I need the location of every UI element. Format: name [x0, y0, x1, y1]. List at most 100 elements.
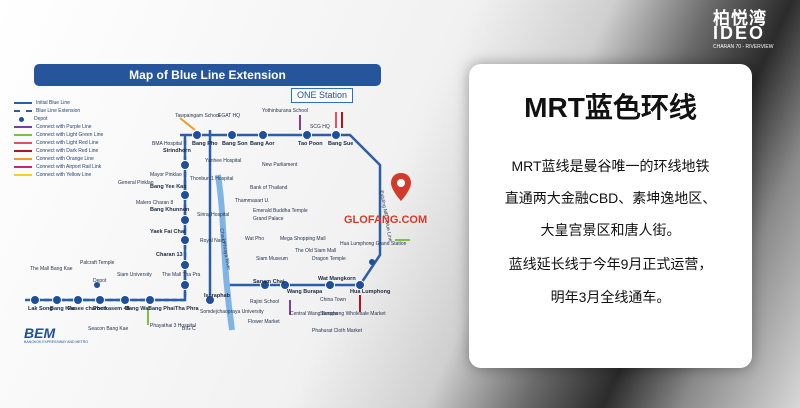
place-label: SCG HQ	[310, 124, 330, 130]
watermark: GLOFANG.COM	[344, 214, 428, 226]
station-marker	[192, 130, 202, 140]
station-marker	[227, 130, 237, 140]
station-marker	[180, 235, 190, 245]
place-label: Emerald Buddha Temple	[253, 208, 308, 214]
place-label: Thonburi 1 Hospital	[190, 176, 234, 182]
station-marker	[325, 280, 335, 290]
place-label: EGAT HQ	[218, 113, 241, 119]
place-label: Tawpaingam School	[175, 113, 220, 119]
station-label: Wang Burapa	[287, 289, 323, 295]
light-red-arrow-icon	[14, 142, 32, 144]
place-label: Rajini School	[250, 299, 280, 305]
place-label: The Old Siam Mall	[295, 248, 337, 254]
station-marker	[73, 295, 83, 305]
station-label: Bang Phai	[148, 306, 175, 312]
place-label: Seacon Bang Kae	[88, 326, 129, 332]
brand-chinese-name: 柏悦湾	[713, 9, 767, 28]
legend-blue-line-extension: Blue Line Extension	[14, 107, 103, 115]
legend-depot: Depot	[14, 115, 103, 123]
info-panel: MRT蓝色环线 MRT蓝线是曼谷唯一的环线地铁 直通两大金融CBD、素坤逸地区、…	[469, 64, 752, 368]
orange-arrow-icon	[14, 158, 32, 160]
station-marker	[280, 280, 290, 290]
place-label: Yanhee Hospital	[205, 158, 242, 164]
location-pin-icon	[391, 173, 411, 201]
station-marker	[180, 160, 190, 170]
brand-subtitle: CHARAN 70 - RIVERVIEW	[713, 44, 774, 50]
station-label: Sanam Chai	[253, 279, 285, 285]
panel-text-line: 直通两大金融CBD、素坤逸地区、	[504, 190, 717, 206]
station-label: Bang Khunnon	[150, 207, 190, 213]
panel-title: MRT蓝色环线	[524, 92, 697, 123]
place-label: Malero Charan 8	[136, 200, 174, 206]
legend-light-green: Connect with Light Green Line	[14, 131, 103, 139]
place-label: Siam Museum	[256, 256, 288, 262]
place-label: Thammasart U.	[235, 198, 270, 204]
panel-text-line: 蓝线延长线于今年9月正式运营，	[508, 256, 713, 272]
bem-logo-subtitle: BANGKOK EXPRESSWAY AND METRO	[24, 340, 89, 344]
place-label: Hua Lumphong Grand Station	[340, 241, 407, 247]
place-label: BMA Hospital	[152, 141, 183, 147]
place-label: New Parliament	[262, 162, 298, 168]
place-label: Phahurat Cloth Market	[312, 328, 363, 334]
station-marker	[260, 280, 270, 290]
panel-text-line: 明年3月全线通车。	[550, 289, 671, 305]
place-label: Dragon Temple	[312, 256, 346, 262]
place-label: The Mall Bang Kae	[30, 266, 73, 272]
station-marker	[355, 280, 365, 290]
place-label: Yothinburana School	[262, 108, 308, 114]
chao-phraya-river	[215, 174, 235, 331]
blue-line-map	[25, 112, 410, 331]
yellow-arrow-icon	[14, 174, 32, 176]
place-label: China Town	[320, 297, 347, 303]
legend-yellow: Connect with Yellow Line	[14, 171, 103, 179]
depot-dot-icon	[94, 282, 100, 288]
station-label: Bang Yee Kan	[150, 184, 187, 190]
station-label: Wat Mangkorn	[318, 276, 356, 282]
station-label: Bang Sue	[328, 141, 354, 147]
place-label: Central Wang Burapa	[290, 311, 338, 317]
place-label: Mayor Pinklao	[150, 172, 182, 178]
station-label: Pasee charoen	[68, 306, 107, 312]
station-marker	[180, 215, 190, 225]
place-label: Mega Shopping Mall	[280, 236, 326, 242]
station-label: Bang Wai	[125, 306, 150, 312]
station-label: Tao Poon	[298, 141, 323, 147]
legend-airport: Connect with Airport Rail Link	[14, 163, 103, 171]
station-label: Lak Song	[28, 306, 53, 312]
station-label: Bang Kae	[50, 306, 76, 312]
station-marker	[52, 295, 62, 305]
green-arrow-icon	[14, 134, 32, 136]
station-marker	[302, 130, 312, 140]
blue-line-extension-dashed	[30, 140, 187, 302]
depot-dot-icon	[19, 116, 24, 122]
place-label: Siam University	[117, 272, 152, 278]
station-marker	[30, 295, 40, 305]
station-marker	[120, 295, 130, 305]
station-marker	[95, 295, 105, 305]
legend-initial-blue-line: Initial Blue Line	[14, 99, 103, 107]
legend-orange: Connect with Orange Line	[14, 155, 103, 163]
place-label: General Pinklao	[118, 180, 154, 186]
purple-arrow-icon	[14, 126, 32, 128]
station-label: Charan 13	[156, 252, 183, 258]
place-label: Bank of Thailand	[250, 185, 288, 191]
station-label: Bang Aor	[250, 141, 275, 147]
station-label: Hua Lumphong	[350, 289, 391, 295]
place-label: Somdejchaopraya University	[200, 309, 264, 315]
station-label: Bang Pho	[192, 141, 218, 147]
station-label: Tha Phra	[175, 306, 199, 312]
brand-logo: IDEO	[713, 23, 766, 43]
place-label: Siriraj Hospital	[197, 212, 230, 218]
dashed-line-swatch	[14, 110, 32, 112]
station-label: Yaek Fai Chai	[150, 229, 186, 235]
legend-dark-red: Connect with Dark Red Line	[14, 147, 103, 155]
station-label: Isaraphab	[204, 293, 230, 299]
station-marker	[180, 280, 190, 290]
station-marker	[180, 190, 190, 200]
place-label: BIG C	[182, 326, 196, 332]
one-station-label: ONE Station	[291, 88, 353, 103]
panel-text-line: 大皇宫景区和唐人街。	[540, 222, 681, 238]
legend-purple: Connect with Purple Line	[14, 123, 103, 131]
place-label: Wat Pho	[245, 236, 264, 242]
map-title: Map of Blue Line Extension	[34, 64, 381, 86]
